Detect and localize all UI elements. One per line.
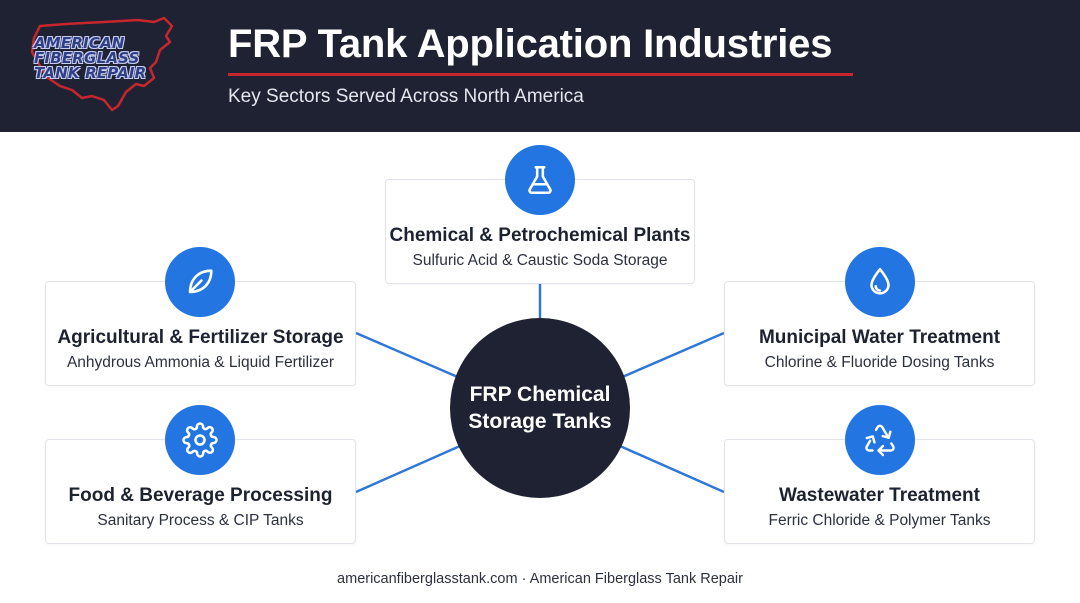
hub-label-line-2: Storage Tanks [468,410,612,433]
header-banner: AMERICAN FIBERGLASS TANK REPAIR FRP Tank… [0,0,1080,132]
page-subtitle: Key Sectors Served Across North America [228,86,584,107]
connector-food [355,444,461,494]
connector-agricultural [355,331,461,380]
sector-card-municipal: Municipal Water Treatment Chlorine & Flu… [724,281,1035,386]
hub-label-line-1: FRP Chemical [469,383,611,406]
sector-title: Chemical & Petrochemical Plants [389,225,691,246]
connector-municipal [619,331,725,380]
leaf-icon [165,247,235,317]
sector-title: Municipal Water Treatment [758,327,1001,348]
page-title: FRP Tank Application Industries [228,22,833,66]
sector-title: Wastewater Treatment [779,485,980,506]
sector-subtitle: Ferric Chloride & Polymer Tanks [768,512,991,529]
logo-wordmark: AMERICAN FIBERGLASS TANK REPAIR [34,36,184,81]
logo-line-3: TANK REPAIR [34,64,147,82]
sector-subtitle: Anhydrous Ammonia & Liquid Fertilizer [66,354,335,371]
connector-wastewater [619,444,725,494]
title-underline [228,73,853,76]
logo-line-2: FIBERGLASS [34,49,140,67]
company-logo: AMERICAN FIBERGLASS TANK REPAIR [26,16,176,114]
central-hub: FRP Chemical Storage Tanks [450,318,630,498]
sector-subtitle: Sulfuric Acid & Caustic Soda Storage [412,252,668,269]
sector-subtitle: Sanitary Process & CIP Tanks [97,512,304,529]
footer-credit: americanfiberglasstank.com · American Fi… [337,571,743,587]
sector-subtitle: Chlorine & Fluoride Dosing Tanks [764,354,995,371]
water-drop-icon [845,247,915,317]
usa-map-outline-icon [30,16,174,112]
sector-title: Agricultural & Fertilizer Storage [57,327,344,348]
flask-icon [505,145,575,215]
gear-icon [165,405,235,475]
logo-line-1: AMERICAN [34,34,125,52]
sector-title: Food & Beverage Processing [68,485,333,506]
recycle-icon [845,405,915,475]
sector-card-agricultural: Agricultural & Fertilizer Storage Anhydr… [45,281,356,386]
